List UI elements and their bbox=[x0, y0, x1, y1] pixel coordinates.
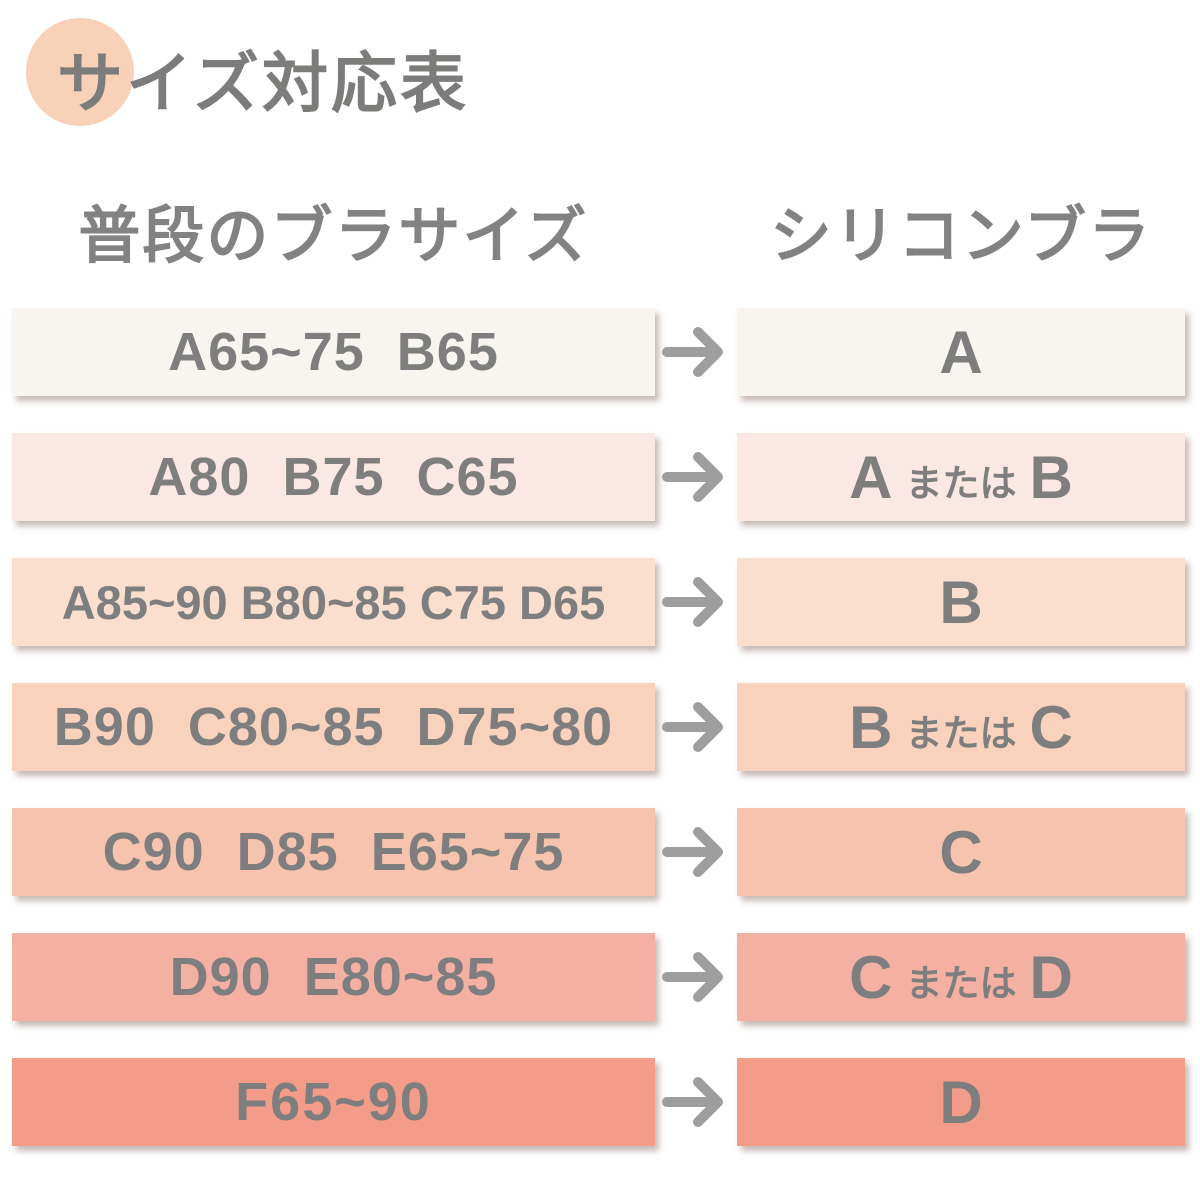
usual-size-cell: D90 E80~85 bbox=[12, 933, 655, 1021]
silicone-size-letter: C bbox=[1029, 693, 1073, 761]
usual-size-cell: A85~90 B80~85 C75 D65 bbox=[12, 558, 655, 646]
silicone-size-cell: D bbox=[737, 1058, 1185, 1146]
silicone-size-cell: A または B bbox=[737, 433, 1185, 521]
silicone-size-letter: A bbox=[939, 318, 983, 386]
right-arrow-icon bbox=[656, 308, 737, 396]
right-arrow-icon bbox=[656, 808, 737, 896]
table-row: B90 C80~85 D75~80 B または C bbox=[0, 683, 1200, 771]
silicone-size-letter: C bbox=[849, 943, 893, 1011]
usual-size-text: A65~75 B65 bbox=[168, 322, 499, 382]
silicone-size-cell: A bbox=[737, 308, 1185, 396]
usual-size-text: A85~90 B80~85 C75 D65 bbox=[61, 575, 606, 629]
right-arrow-icon bbox=[656, 1058, 737, 1146]
page-title: サイズ対応表 bbox=[57, 46, 470, 120]
silicone-size-cell: B または C bbox=[737, 683, 1185, 771]
silicone-size-letter: A bbox=[849, 443, 893, 511]
or-conjunction: または bbox=[905, 963, 1017, 1004]
usual-size-cell: C90 D85 E65~75 bbox=[12, 808, 655, 896]
usual-size-text: A80 B75 C65 bbox=[148, 447, 519, 507]
right-arrow-icon bbox=[656, 433, 737, 521]
table-row: A85~90 B80~85 C75 D65 B bbox=[0, 558, 1200, 646]
usual-size-text: B90 C80~85 D75~80 bbox=[53, 697, 614, 757]
table-row: A80 B75 C65 A または B bbox=[0, 433, 1200, 521]
silicone-size-letter: B bbox=[849, 693, 893, 761]
table-row: C90 D85 E65~75 C bbox=[0, 808, 1200, 896]
table-row: D90 E80~85 C または D bbox=[0, 933, 1200, 1021]
usual-size-text: D90 E80~85 bbox=[169, 947, 498, 1007]
usual-size-cell: A65~75 B65 bbox=[12, 308, 655, 396]
silicone-size-letter: D bbox=[1029, 943, 1073, 1011]
usual-size-cell: A80 B75 C65 bbox=[12, 433, 655, 521]
table-row: A65~75 B65 A bbox=[0, 308, 1200, 396]
silicone-size-letter: B bbox=[939, 568, 983, 636]
column-header-silicone-bra: シリコンブラ bbox=[769, 202, 1153, 271]
right-arrow-icon bbox=[656, 933, 737, 1021]
right-arrow-icon bbox=[656, 683, 737, 771]
silicone-size-cell: C bbox=[737, 808, 1185, 896]
table-row: F65~90 D bbox=[0, 1058, 1200, 1146]
silicone-size-letter: C bbox=[939, 818, 983, 886]
silicone-size-letter: D bbox=[939, 1068, 983, 1136]
usual-size-cell: F65~90 bbox=[12, 1058, 655, 1146]
or-conjunction: または bbox=[905, 463, 1017, 504]
usual-size-cell: B90 C80~85 D75~80 bbox=[12, 683, 655, 771]
silicone-size-letter: B bbox=[1029, 443, 1073, 511]
usual-size-text: C90 D85 E65~75 bbox=[102, 822, 565, 882]
or-conjunction: または bbox=[905, 713, 1017, 754]
right-arrow-icon bbox=[656, 558, 737, 646]
silicone-size-cell: B bbox=[737, 558, 1185, 646]
column-header-usual-bra-size: 普段のブラサイズ bbox=[78, 202, 589, 271]
usual-size-text: F65~90 bbox=[235, 1072, 432, 1132]
silicone-size-cell: C または D bbox=[737, 933, 1185, 1021]
title-accent-circle bbox=[26, 18, 134, 126]
